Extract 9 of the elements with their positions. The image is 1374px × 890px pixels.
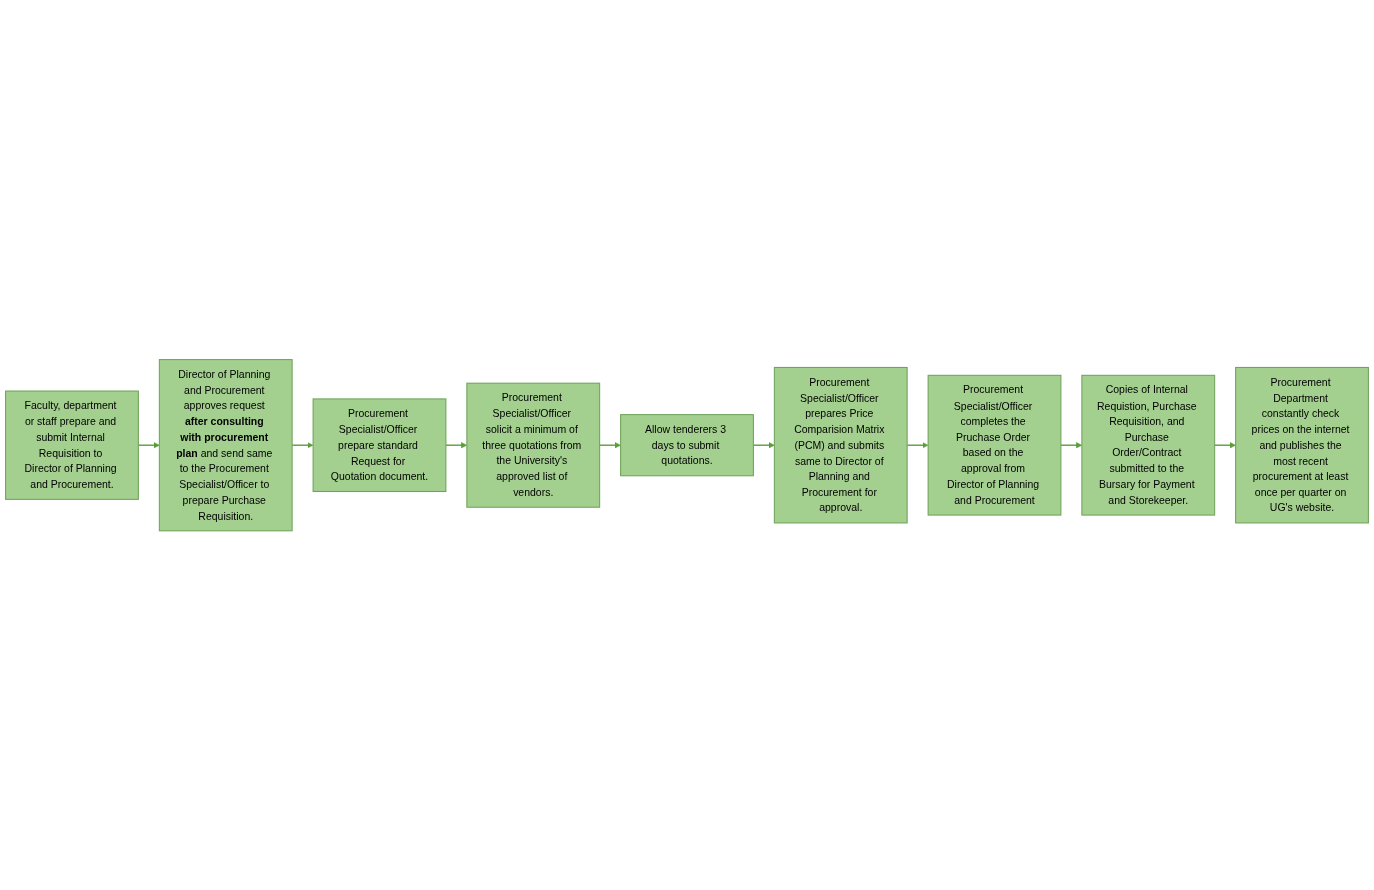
node-box: Procurement Specialist/Officer solicit a minimum of three quotations from the University's approved list of vendors. xyxy=(466,382,601,508)
node-box: Faculty, department or staff prepare and submit Internal Requisition to Director of Planning and Procurement. xyxy=(5,390,139,500)
node-box: Director of Planning and Procurement approves request after consulting with procurement plan and send same to the Procurement Specialist/Officer to prepare Purchase Requisition. xyxy=(158,358,293,532)
node-box: Procurement Specialist/Officer prepare standard Request for Quotation document. xyxy=(312,398,447,492)
node-box: Allow tenderers 3 days to submit quotations. xyxy=(620,413,754,477)
node-box: Procurement Specialist/Officer prepares Price Comparision Matrix (PCM) and submits same to Director of Planning and Procurement for approval. xyxy=(773,366,908,524)
node-box: Procurement Department constantly check prices on the internet and publishes the most recent procurement at least once per quarter on UG's website. xyxy=(1235,366,1369,524)
node-box: Procurement Specialist/Officer completes the Pruchase Order based on the approval from Director of Planning and Procurement xyxy=(927,374,1062,516)
node-box: Copies of Internal Requistion, Purchase Requisition, and Purchase Order/Contract submitted to the Bursary for Payment and Storekeeper. xyxy=(1081,374,1216,516)
